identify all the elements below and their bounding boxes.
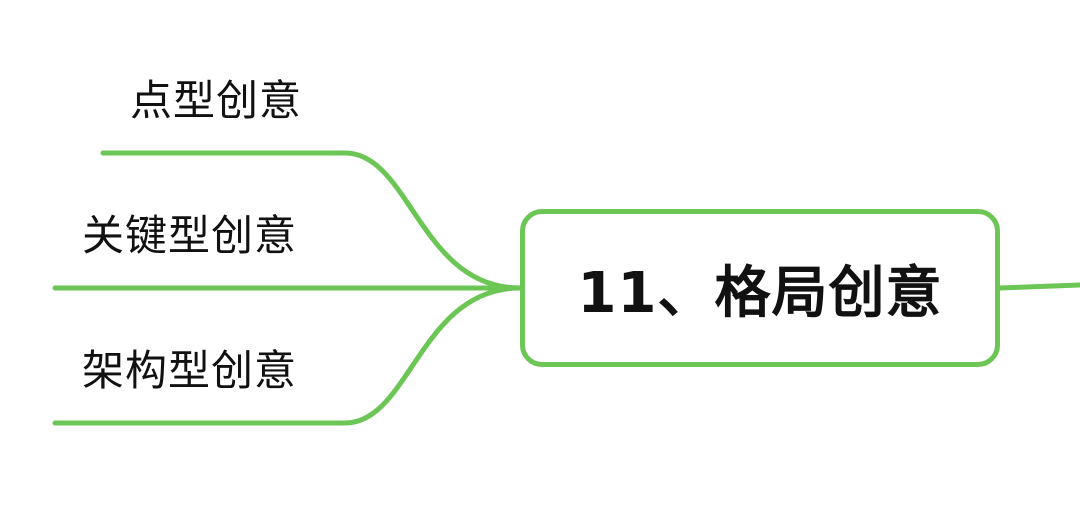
connector-right: [997, 282, 1080, 291]
connector-branch-1: [100, 150, 523, 291]
central-topic-node[interactable]: 11、格局创意: [520, 209, 1000, 367]
branch-label-framework-idea[interactable]: 架构型创意: [82, 346, 298, 395]
connector-branch-3: [52, 285, 523, 426]
branch-label-point-idea[interactable]: 点型创意: [130, 76, 303, 125]
branch-label-key-idea[interactable]: 关键型创意: [82, 211, 298, 260]
central-topic-title: 11、格局创意: [577, 260, 943, 326]
